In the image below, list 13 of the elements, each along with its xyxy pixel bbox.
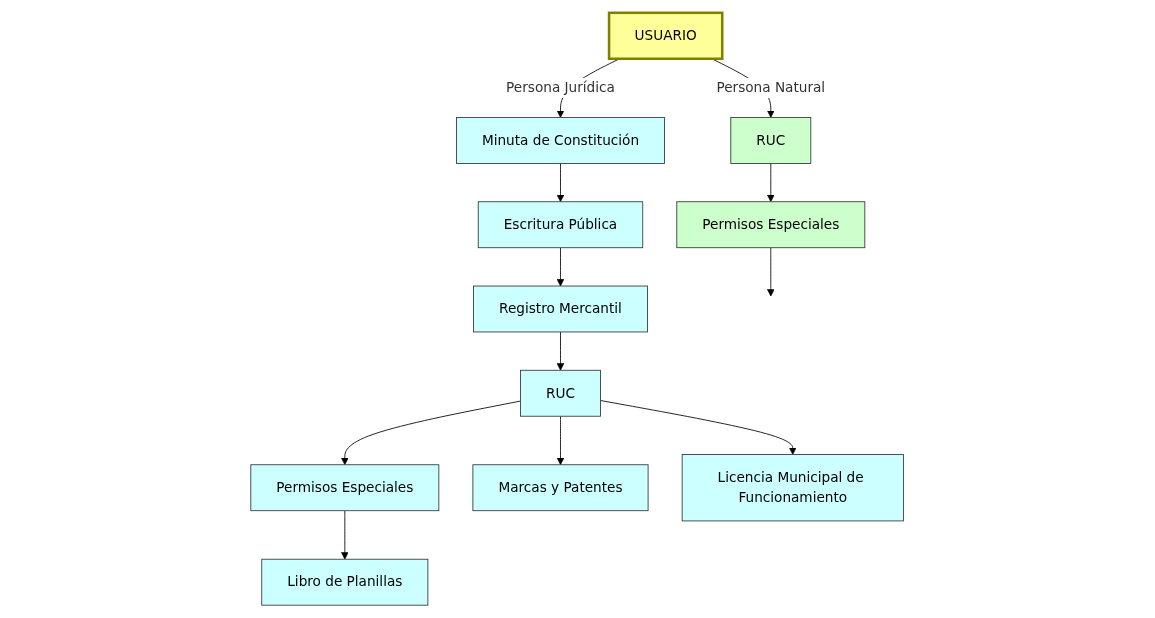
node-box: Minuta de Constitución — [456, 117, 666, 164]
node-box: Registro Mercantil — [473, 285, 649, 333]
node-box: Libro de Planillas — [261, 558, 429, 606]
node-box: Marcas y Patentes — [472, 464, 649, 512]
node-box: Permisos Especiales — [250, 464, 440, 512]
edge-label: Persona Natural — [716, 79, 826, 96]
node-box: RUC — [520, 369, 602, 417]
edge-label: Persona Jurídica — [506, 79, 616, 96]
node-box: RUC — [730, 117, 812, 164]
node-box: Licencia Municipal de Funcionamiento — [682, 454, 905, 522]
node-box: Permisos Especiales — [676, 201, 866, 249]
node-box: USUARIO — [608, 11, 724, 61]
node-box: Escritura Pública — [478, 201, 644, 249]
